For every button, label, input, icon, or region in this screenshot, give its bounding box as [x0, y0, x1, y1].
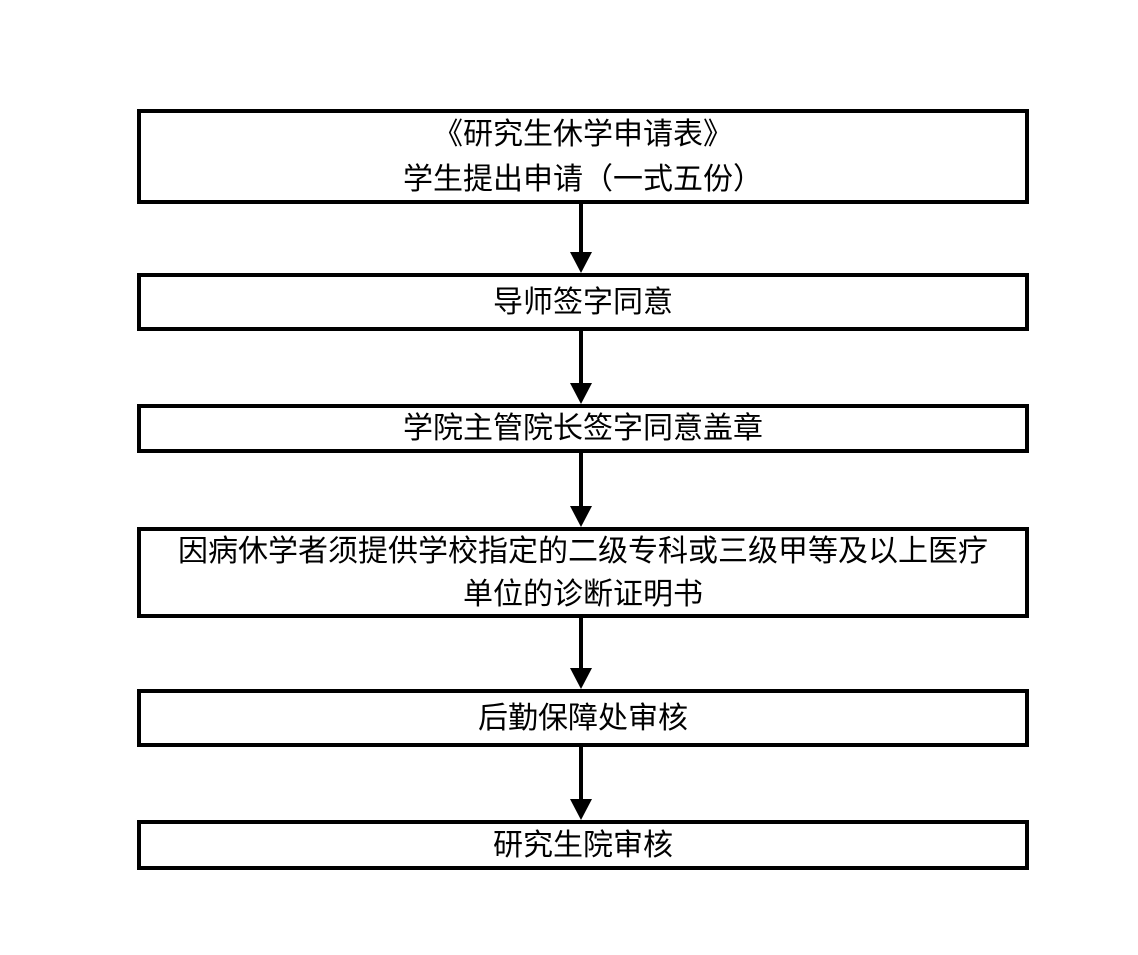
- arrow-head-icon: [570, 252, 592, 273]
- arrow-stem: [579, 453, 583, 511]
- flowchart-node-dean-signature-seal: 学院主管院长签字同意盖章: [137, 404, 1029, 453]
- arrow-head-icon: [570, 668, 592, 689]
- arrow-stem: [579, 331, 583, 388]
- flow-arrow-down: [569, 331, 593, 404]
- node-text-line: 单位的诊断证明书: [463, 577, 703, 611]
- arrow-head-icon: [570, 383, 592, 404]
- flow-arrow-down: [569, 453, 593, 527]
- flowchart-node-graduate-school-review: 研究生院审核: [137, 820, 1029, 870]
- flowchart-node-logistics-review: 后勤保障处审核: [137, 689, 1029, 747]
- node-text-line: 《研究生休学申请表》: [433, 117, 733, 151]
- flow-arrow-down: [569, 204, 593, 273]
- arrow-head-icon: [570, 506, 592, 527]
- flow-arrow-down: [569, 618, 593, 689]
- node-text-line: 后勤保障处审核: [478, 701, 688, 735]
- arrow-stem: [579, 204, 583, 257]
- flowchart-node-supervisor-signature: 导师签字同意: [137, 273, 1029, 331]
- node-text-line: 学生提出申请（一式五份）: [403, 162, 763, 196]
- arrow-head-icon: [570, 799, 592, 820]
- node-text-line: 因病休学者须提供学校指定的二级专科或三级甲等及以上医疗: [178, 534, 988, 568]
- node-text-line: 研究生院审核: [493, 828, 673, 862]
- flow-arrow-down: [569, 747, 593, 820]
- flowchart-node-application-form: 《研究生休学申请表》 学生提出申请（一式五份）: [137, 109, 1029, 204]
- node-text-line: 学院主管院长签字同意盖章: [403, 412, 763, 445]
- arrow-stem: [579, 618, 583, 673]
- arrow-stem: [579, 747, 583, 804]
- flowchart-node-medical-certificate: 因病休学者须提供学校指定的二级专科或三级甲等及以上医疗 单位的诊断证明书: [137, 527, 1029, 618]
- node-text-line: 导师签字同意: [493, 285, 673, 319]
